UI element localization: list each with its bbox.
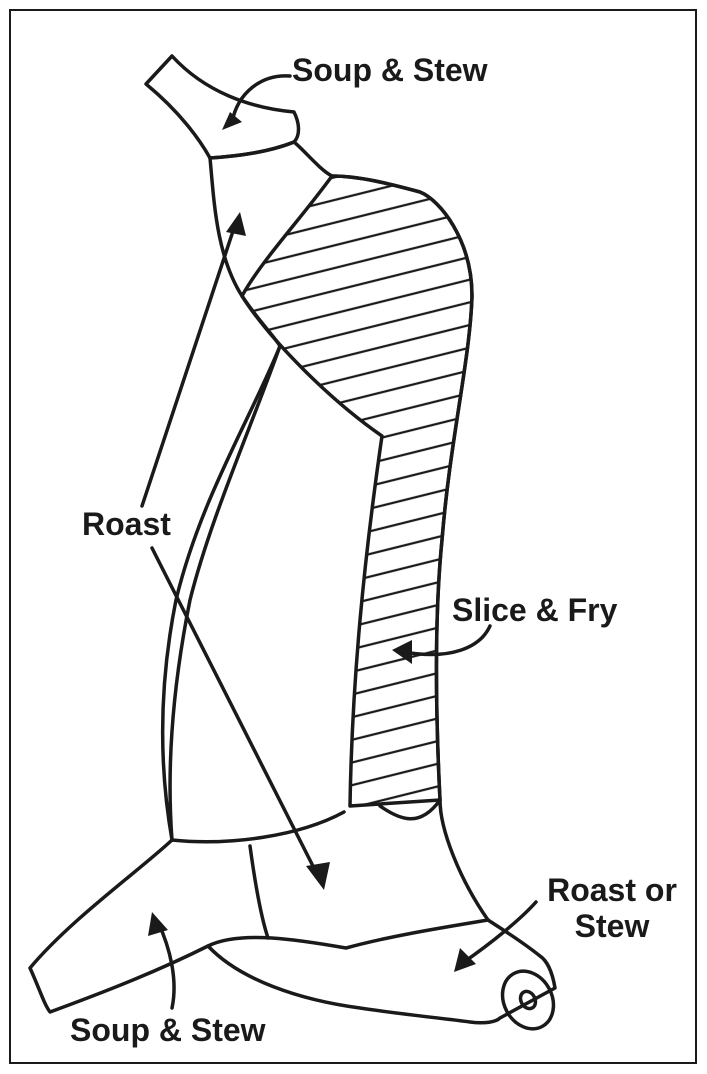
shank-top-outline	[146, 56, 299, 158]
seam-inner-vertical	[250, 846, 268, 938]
arrow-roast-stew	[464, 902, 536, 962]
arrowhead-roast-stew	[454, 948, 476, 972]
label-soup-stew-top: Soup & Stew	[292, 52, 488, 88]
arrowhead-roast-up	[226, 212, 246, 236]
label-slice-fry: Slice & Fry	[452, 592, 617, 628]
arrow-roast-up	[142, 222, 236, 506]
label-roast: Roast	[82, 506, 171, 542]
seam-bottom-shank	[208, 920, 488, 948]
arrowhead-soup-bottom	[148, 912, 168, 936]
arrowhead-roast-down	[306, 862, 330, 890]
seam-lower-band	[172, 812, 344, 842]
label-roast-or-stew: Roast or Stew	[536, 872, 688, 944]
slice-fry-region	[242, 176, 472, 806]
label-roast-or-stew-line1: Roast or	[536, 872, 688, 908]
label-soup-stew-bottom: Soup & Stew	[70, 1012, 266, 1048]
label-roast-or-stew-line2: Stew	[536, 908, 688, 944]
arrow-roast-down	[152, 548, 318, 876]
